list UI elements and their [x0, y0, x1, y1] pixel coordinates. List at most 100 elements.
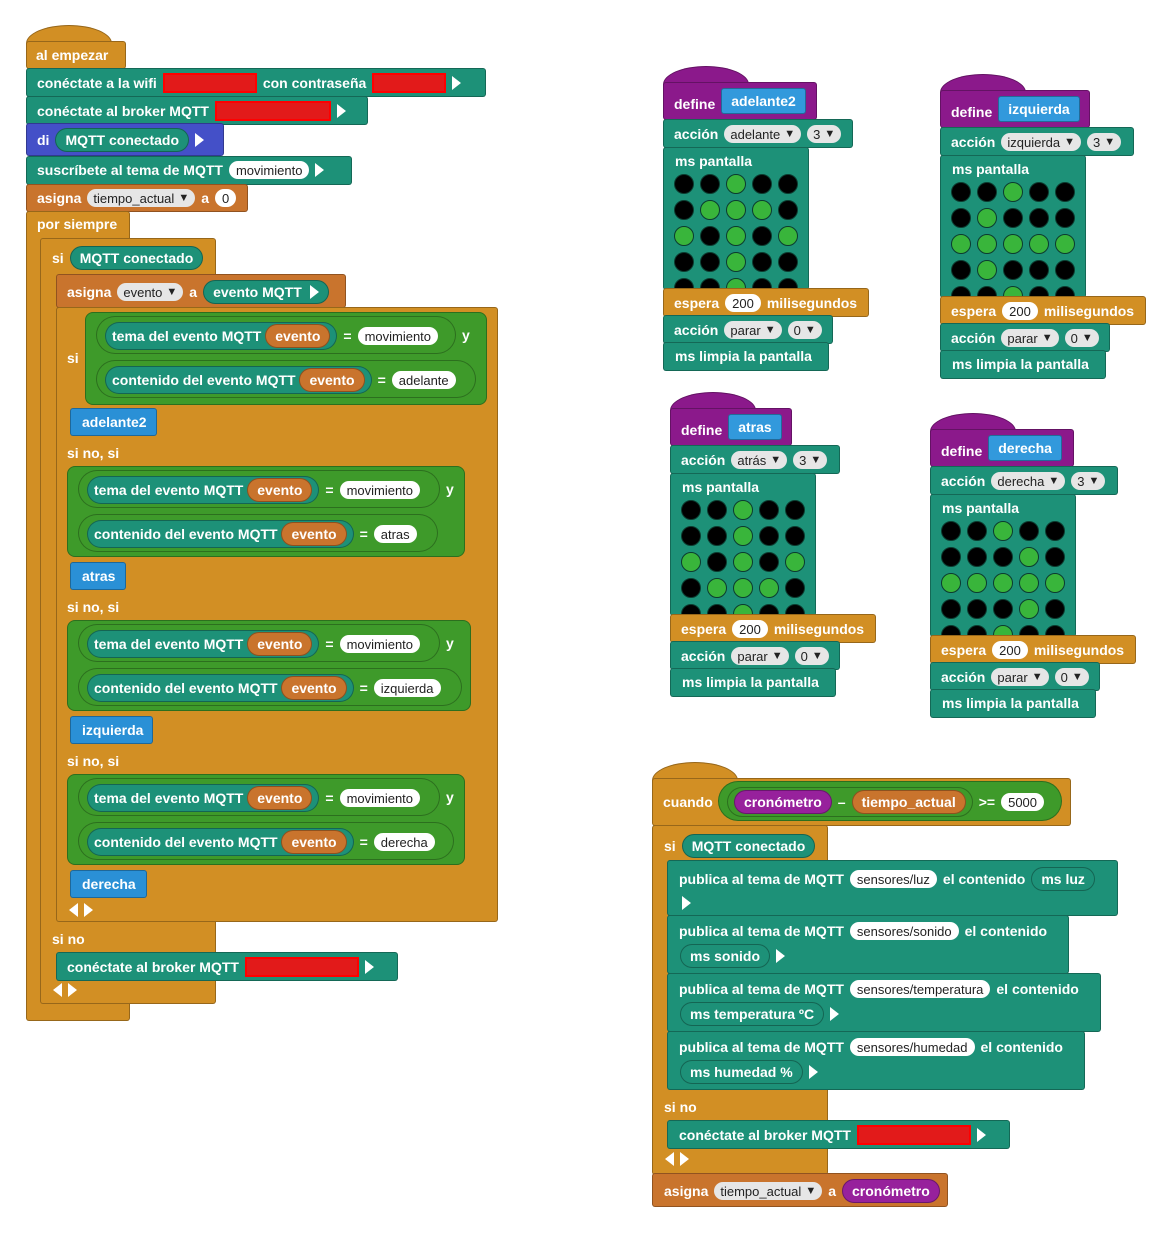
action-dropdown[interactable]: parar▼: [731, 647, 789, 665]
screen-block[interactable]: ms pantalla: [670, 473, 816, 624]
led-cell[interactable]: [1003, 260, 1023, 280]
expand-arrow-icon[interactable]: [336, 104, 346, 118]
screen-block[interactable]: ms pantalla: [663, 147, 809, 298]
led-matrix[interactable]: [674, 174, 798, 298]
led-cell[interactable]: [726, 252, 746, 272]
led-cell[interactable]: [977, 260, 997, 280]
speed-dropdown[interactable]: 0▼: [794, 647, 829, 665]
collapse-arrow-icon[interactable]: [665, 1152, 674, 1166]
call-atras[interactable]: atras: [70, 562, 126, 590]
led-cell[interactable]: [778, 252, 798, 272]
action-dropdown[interactable]: parar▼: [991, 668, 1049, 686]
speed-dropdown[interactable]: 0▼: [1054, 668, 1089, 686]
mqtt-connected-reporter[interactable]: MQTT conectado: [69, 246, 204, 270]
action-dropdown[interactable]: adelante▼: [724, 125, 802, 143]
expand-arrow-icon[interactable]: [682, 896, 691, 910]
variable-dropdown[interactable]: evento▼: [117, 283, 184, 301]
led-cell[interactable]: [977, 208, 997, 228]
event-content-reporter[interactable]: contenido del evento MQTT evento: [87, 828, 354, 856]
equals-condition[interactable]: contenido del evento MQTT evento = derec…: [78, 822, 454, 860]
led-cell[interactable]: [726, 226, 746, 246]
led-cell[interactable]: [733, 578, 753, 598]
procedure-name-block[interactable]: adelante2: [721, 88, 806, 114]
led-cell[interactable]: [726, 174, 746, 194]
expand-arrow-icon[interactable]: [976, 1128, 986, 1142]
expand-arrow-icon[interactable]: [309, 285, 319, 299]
wait-block[interactable]: espera 200 milisegundos: [663, 288, 869, 317]
action-dropdown[interactable]: parar▼: [724, 321, 782, 339]
stopwatch-reporter[interactable]: cronómetro: [734, 790, 832, 814]
led-matrix[interactable]: [681, 500, 805, 624]
evento-reporter[interactable]: evento: [281, 676, 347, 700]
action-stop-block[interactable]: acción parar▼ 0▼: [940, 323, 1110, 352]
call-derecha[interactable]: derecha: [70, 870, 147, 898]
led-cell[interactable]: [951, 182, 971, 202]
publish-topic-input[interactable]: sensores/sonido: [849, 922, 959, 940]
wait-input[interactable]: 200: [992, 641, 1028, 659]
led-cell[interactable]: [1019, 599, 1039, 619]
led-cell[interactable]: [681, 552, 701, 572]
value-input[interactable]: 0: [215, 189, 237, 207]
mqtt-connected-reporter[interactable]: MQTT conectado: [681, 834, 816, 858]
topic-input[interactable]: movimiento: [339, 481, 421, 499]
assign-time-block[interactable]: asigna tiempo_actual▼ a 0: [26, 184, 248, 212]
led-cell[interactable]: [977, 234, 997, 254]
led-cell[interactable]: [1055, 260, 1075, 280]
assign-time-block[interactable]: asigna tiempo_actual▼ a cronómetro: [652, 1173, 948, 1207]
led-matrix[interactable]: [951, 182, 1075, 306]
collapse-arrow-icon[interactable]: [53, 983, 62, 997]
event-topic-reporter[interactable]: tema del evento MQTT evento: [87, 784, 320, 812]
wait-input[interactable]: 200: [1002, 302, 1038, 320]
collapse-arrow-icon[interactable]: [69, 903, 78, 917]
variable-dropdown[interactable]: tiempo_actual▼: [87, 189, 196, 207]
clear-screen-block[interactable]: ms limpia la pantalla: [663, 342, 829, 371]
action-block[interactable]: acción izquierda▼ 3▼: [940, 127, 1134, 156]
led-matrix[interactable]: [941, 521, 1065, 645]
broker-connect-block[interactable]: conéctate al broker MQTT: [26, 96, 368, 125]
broker-connect-block[interactable]: conéctate al broker MQTT: [56, 952, 398, 981]
led-cell[interactable]: [1055, 208, 1075, 228]
led-cell[interactable]: [1055, 182, 1075, 202]
assign-event-block[interactable]: asigna evento▼ a evento MQTT: [56, 274, 346, 308]
al-empezar-block[interactable]: al empezar: [26, 41, 126, 69]
event-topic-reporter[interactable]: tema del evento MQTT evento: [87, 476, 320, 504]
led-cell[interactable]: [1019, 521, 1039, 541]
procedure-name-block[interactable]: derecha: [988, 435, 1062, 461]
speed-dropdown[interactable]: 3▼: [1087, 133, 1122, 151]
speed-dropdown[interactable]: 0▼: [1064, 329, 1099, 347]
sensor-reporter[interactable]: ms sonido: [680, 944, 771, 968]
led-cell[interactable]: [759, 526, 779, 546]
led-cell[interactable]: [993, 547, 1013, 567]
publish-topic-input[interactable]: sensores/temperatura: [849, 980, 991, 998]
led-cell[interactable]: [707, 526, 727, 546]
screen-block[interactable]: ms pantalla: [930, 494, 1076, 645]
equals-condition[interactable]: contenido del evento MQTT evento = izqui…: [78, 668, 462, 706]
expand-arrow-icon[interactable]: [808, 1065, 818, 1079]
led-cell[interactable]: [733, 526, 753, 546]
led-cell[interactable]: [700, 226, 720, 246]
topic-input[interactable]: movimiento: [339, 635, 421, 653]
action-dropdown[interactable]: derecha▼: [991, 472, 1066, 490]
stopwatch-reporter[interactable]: cronómetro: [842, 1179, 940, 1203]
led-cell[interactable]: [941, 599, 961, 619]
led-cell[interactable]: [707, 552, 727, 572]
evento-reporter[interactable]: evento: [247, 632, 313, 656]
action-block[interactable]: acción atrás▼ 3▼: [670, 445, 840, 474]
speed-dropdown[interactable]: 0▼: [787, 321, 822, 339]
led-cell[interactable]: [1029, 234, 1049, 254]
equals-condition[interactable]: contenido del evento MQTT evento = adela…: [96, 360, 476, 398]
speed-dropdown[interactable]: 3▼: [793, 451, 828, 469]
action-dropdown[interactable]: parar▼: [1001, 329, 1059, 347]
clear-screen-block[interactable]: ms limpia la pantalla: [670, 668, 836, 697]
led-cell[interactable]: [1019, 547, 1039, 567]
action-dropdown[interactable]: izquierda▼: [1001, 133, 1082, 151]
procedure-name-block[interactable]: atras: [728, 414, 782, 440]
led-cell[interactable]: [785, 552, 805, 572]
expand-arrow-icon[interactable]: [776, 949, 786, 963]
define-block[interactable]: define atras: [670, 408, 792, 446]
expand-arrow-icon[interactable]: [364, 960, 374, 974]
screen-block[interactable]: ms pantalla: [940, 155, 1086, 306]
led-cell[interactable]: [700, 200, 720, 220]
led-cell[interactable]: [681, 526, 701, 546]
led-cell[interactable]: [733, 552, 753, 572]
